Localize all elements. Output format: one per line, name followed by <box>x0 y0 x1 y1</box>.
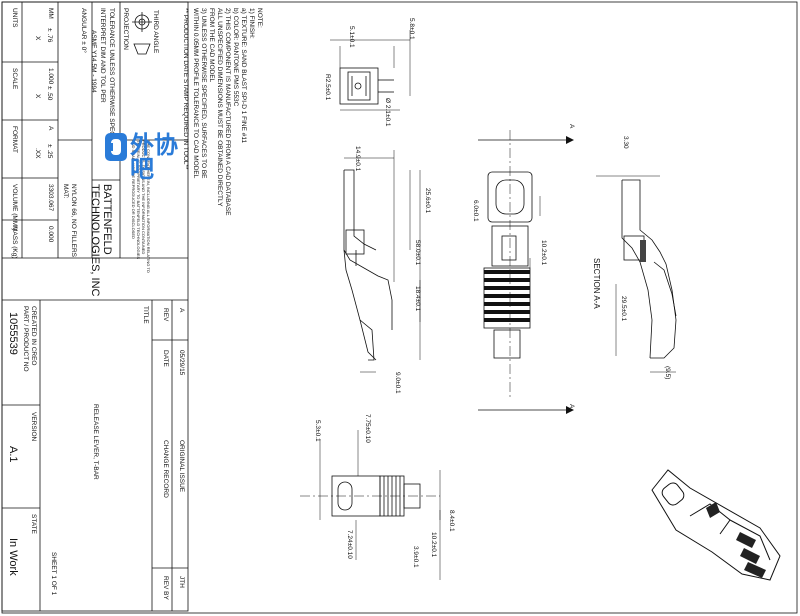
dim-3-30: 3.30 <box>622 136 629 149</box>
note-line-3: b) COLOR: PANTONE PMS 553C <box>232 8 239 107</box>
tol-text-2: INTERPRET DIM AND TOL PER <box>99 8 106 103</box>
version-value: A.1 <box>7 446 19 463</box>
material-value: NYLON 66, NO FILLERS <box>70 184 77 257</box>
section-aa-label: SECTION A-A <box>592 258 601 309</box>
note-line-4: 2) THIS COMPONENT IS MANUFACTURED FROM A… <box>224 8 231 216</box>
format-value: A <box>47 126 54 131</box>
note-line-1: 1) FINISH: <box>248 8 255 39</box>
tol-xxx-value: ± .25 <box>46 144 53 159</box>
company-name-2: TECHNOLOGIES, INC <box>89 184 101 297</box>
projection-label: PROJECTION <box>122 8 129 50</box>
part-description: RELEASE LEVER, T-BAR <box>92 404 99 480</box>
volume-value: 3303.067 <box>47 184 54 212</box>
rev-label: REV <box>162 308 169 322</box>
mass-value: 0.000 <box>47 226 54 243</box>
volume-label: VOLUME (MM³) <box>11 184 18 231</box>
dim-8-4: 8.4±0.1 <box>448 510 455 532</box>
tol-x-value: ± .76 <box>46 28 53 43</box>
dim-6: 6.0±0.1 <box>472 200 479 222</box>
dim-3-9: 3.9±0.1 <box>412 546 419 568</box>
watermark: 外协吧 <box>104 127 184 181</box>
state-value: In Work <box>7 538 19 576</box>
scale-label: SCALE <box>11 68 18 90</box>
section-arrow-a1: A <box>568 124 575 129</box>
dim-10-2: 10.2±0.1 <box>540 240 547 266</box>
dim-5-8: 5.8±0.1 <box>408 18 415 40</box>
dim-7-24: 7.24±0.10 <box>346 530 353 559</box>
material-label: MAT: <box>62 184 69 199</box>
third-angle-label: THIRD ANGLE <box>152 10 159 54</box>
dim-25-6: 25.6±0.1 <box>424 188 431 214</box>
version-label: VERSION <box>30 412 37 442</box>
note-line-8: WITHIN 0.05MM PROFILE TOLERANCE TO CAD M… <box>192 8 199 179</box>
part-number: 1055539 <box>7 312 19 355</box>
title-label: TITLE <box>142 306 149 324</box>
tol-xx-label: X <box>34 94 41 99</box>
sheet-number: SHEET 1 OF 1 <box>50 552 57 596</box>
dim-5-3: 5.3±0.1 <box>314 420 321 442</box>
dim-r2-5: R2.5±0.1 <box>324 74 331 101</box>
rev-date: 05/29/15 <box>178 350 185 376</box>
d-logo-icon <box>105 133 127 161</box>
date-label: DATE <box>162 350 169 367</box>
section-arrow-a2: A <box>568 404 575 409</box>
created-in: CREATED IN CREO <box>30 306 37 366</box>
dim-9-5: (9.5) <box>664 366 671 380</box>
dim-18-4: 18.4±0.1 <box>414 286 421 312</box>
tol-xxx-label: .XX <box>34 148 41 159</box>
rev-change: ORIGINAL ISSUE <box>178 440 185 493</box>
rev-by-label: REV BY <box>162 576 169 600</box>
part-no-label: PART / PRODUCT NO <box>22 306 29 372</box>
dim-14-9: 14.9±0.1 <box>354 146 361 172</box>
notes-title: NOTE: <box>256 8 263 28</box>
watermark-text: 外协吧 <box>130 131 178 183</box>
mass-label: MASS (Kg) <box>11 226 18 259</box>
units-value: MM <box>47 8 54 19</box>
note-line-7: 3) UNLESS OTHERWISE SPECIFIED, SURFACES … <box>200 8 207 179</box>
rev-value: A <box>178 308 185 313</box>
dim-phi-2-1: Ø 2.1±0.1 <box>384 98 391 127</box>
change-record-label: CHANGE RECORD <box>162 440 169 498</box>
note-line-2: a) TEXTURE: SAND BLAST SPI-D 1 FINE #11 <box>240 8 247 144</box>
scale-value: 1.000 <box>47 68 54 85</box>
dim-10-2b: 10.2±0.1 <box>430 532 437 558</box>
dim-7-75: 7.75±0.10 <box>364 414 371 443</box>
dim-5-1: 5.1±0.1 <box>348 26 355 48</box>
dim-58: 58.0±0.1 <box>414 240 421 266</box>
note-line-5: ALL UNSPECIFIED DIMENSIONS MUST BE OBTAI… <box>216 8 223 207</box>
dim-9: 9.0±0.1 <box>394 372 401 394</box>
angular-tolerance: ANGULAR ± 0° <box>80 8 87 53</box>
company-name-1: BATTENFELD <box>101 184 113 255</box>
format-label: FORMAT <box>11 126 18 153</box>
dim-29-5: 29.5±0.1 <box>620 296 627 322</box>
units-label: UNITS <box>11 8 18 28</box>
tol-x-label: X <box>34 36 41 41</box>
rev-by: JTH <box>178 576 185 588</box>
tol-xx-value: ± .50 <box>46 86 53 101</box>
note-line-6: FROM THE CAD MODEL <box>208 8 215 83</box>
state-label: STATE <box>30 514 37 534</box>
tol-text-3: ASME Y14.5M - 1994 <box>90 30 97 93</box>
